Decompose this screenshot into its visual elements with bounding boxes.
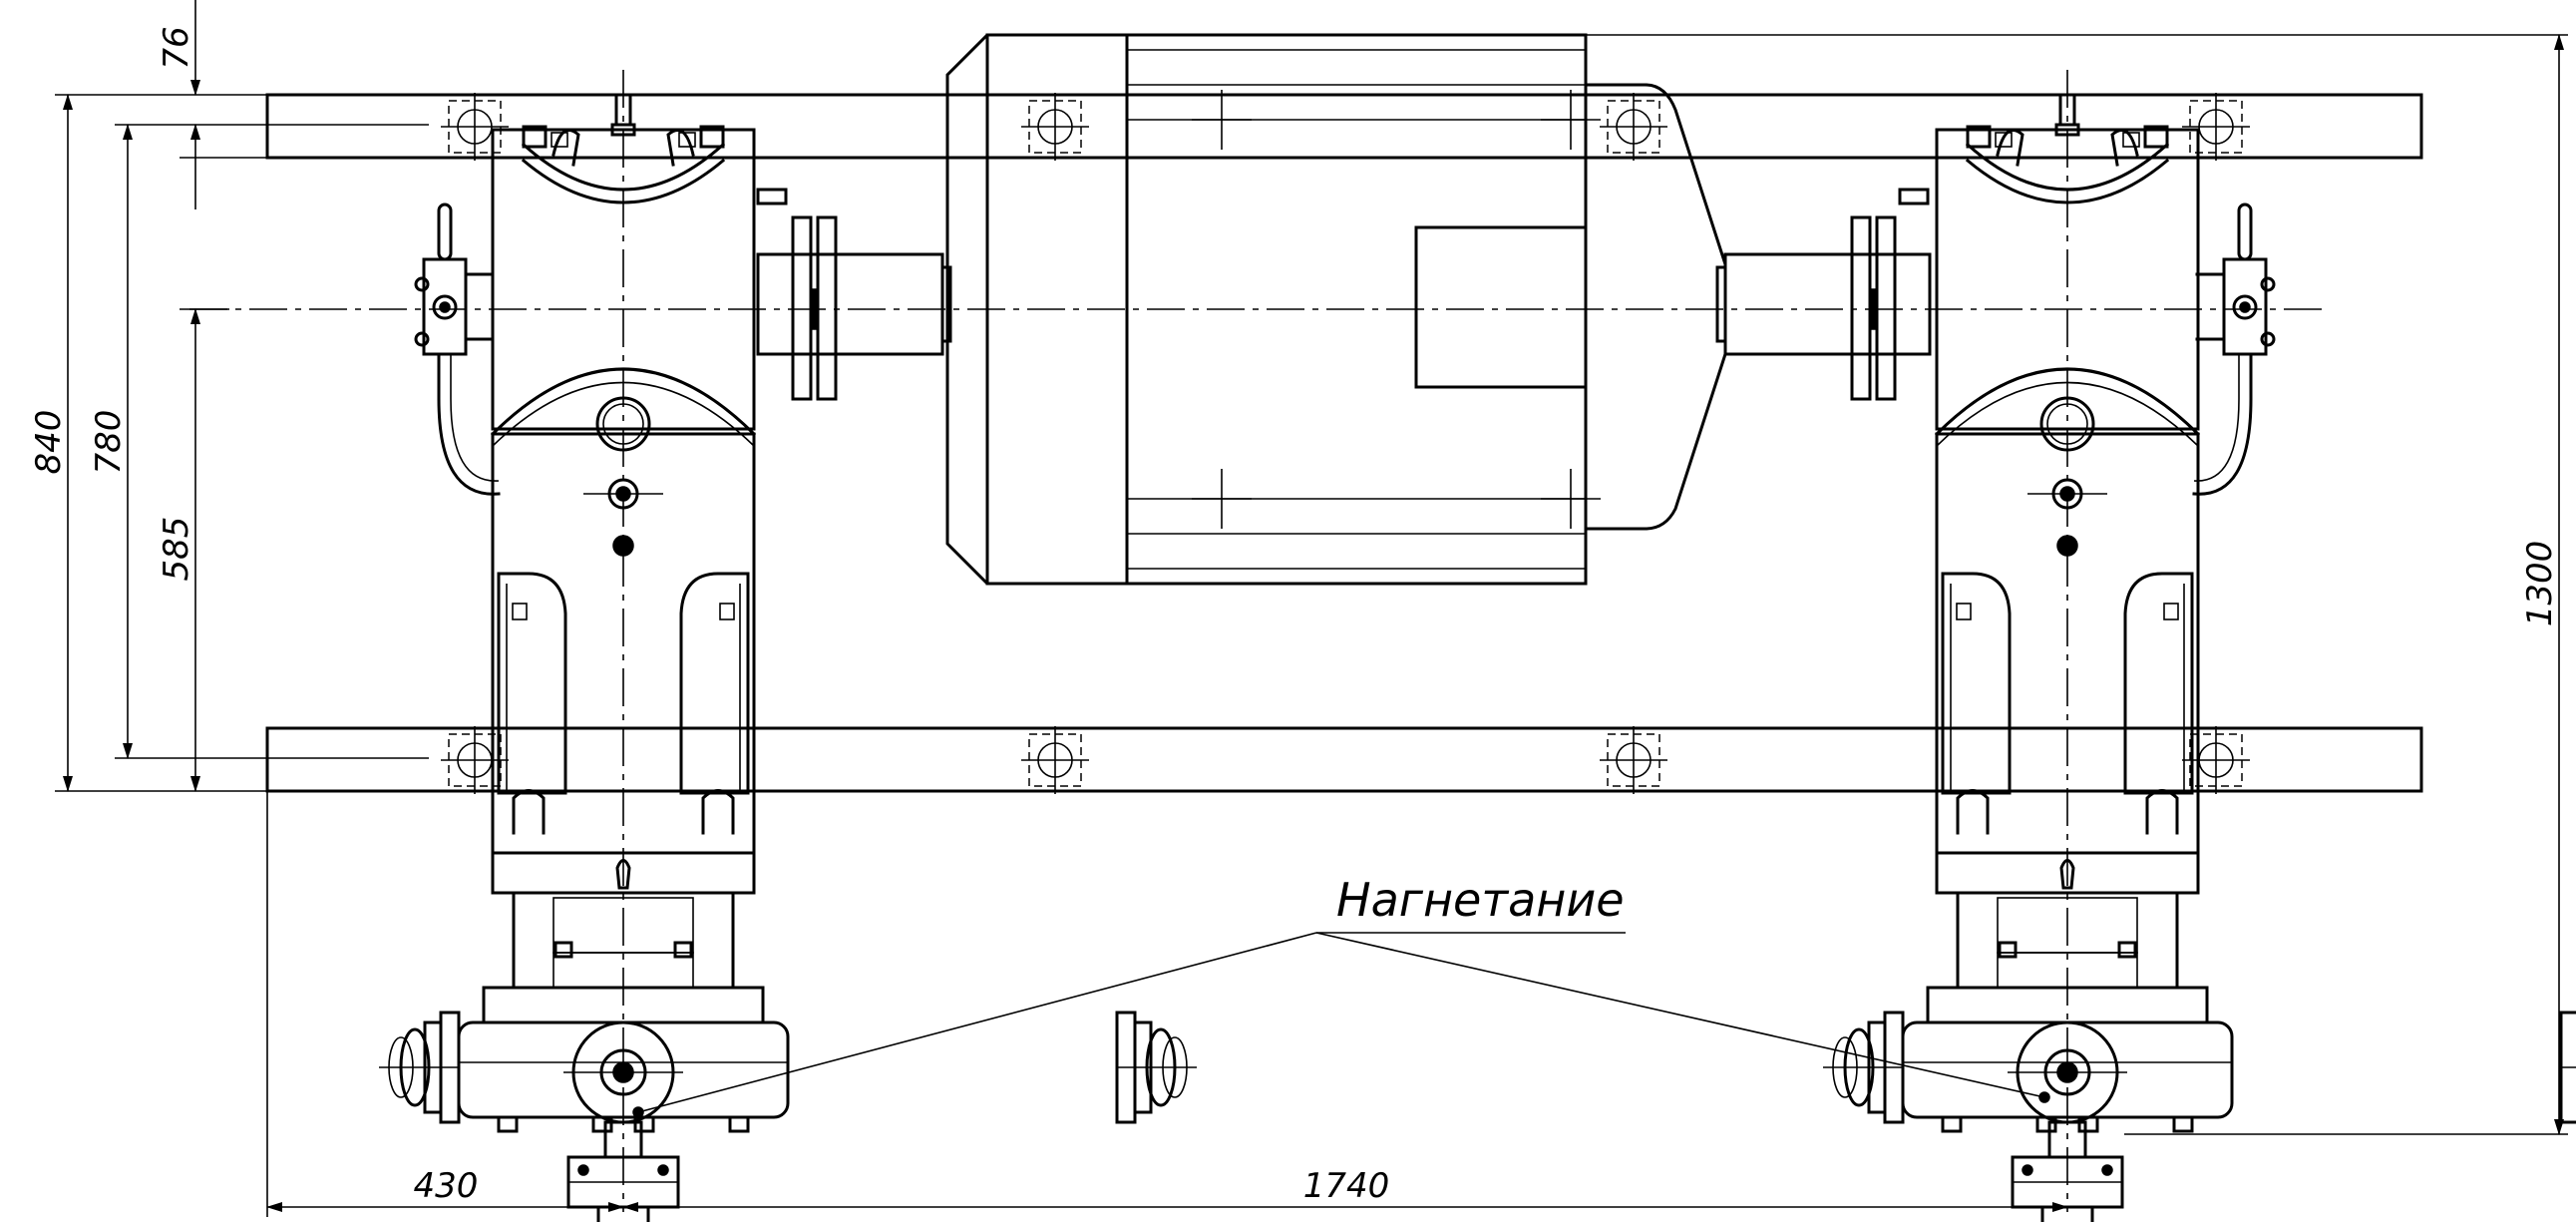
frame-bottom-rail (265, 726, 2423, 793)
frame-top-rail (265, 93, 2423, 160)
dimension-840: 840 (29, 410, 69, 475)
dimension-1740: 1740 (1303, 1166, 1390, 1206)
right-pump (1823, 95, 2576, 1222)
dimension-lines (55, 0, 2568, 1217)
right-coupling (1715, 188, 1932, 401)
dimension-1300: 1300 (2520, 541, 2560, 627)
dimension-430: 430 (414, 1166, 479, 1206)
dimension-76: 76 (157, 26, 196, 69)
left-pump (379, 95, 1197, 1222)
frame-bolt-holes (440, 92, 2251, 795)
dimension-780: 780 (89, 410, 129, 475)
dimension-labels: 76 840 780 585 1300 430 1740 (29, 26, 2560, 1206)
left-oil-level-gauge (414, 203, 501, 496)
electric-motor (945, 33, 1727, 586)
dimension-585: 585 (157, 517, 196, 582)
discharge-callout: Нагнетание (632, 873, 2050, 1118)
discharge-label: Нагнетание (1336, 873, 1625, 927)
left-coupling (756, 188, 952, 401)
right-oil-level-gauge (2192, 203, 2276, 496)
centerlines (189, 70, 2324, 1212)
